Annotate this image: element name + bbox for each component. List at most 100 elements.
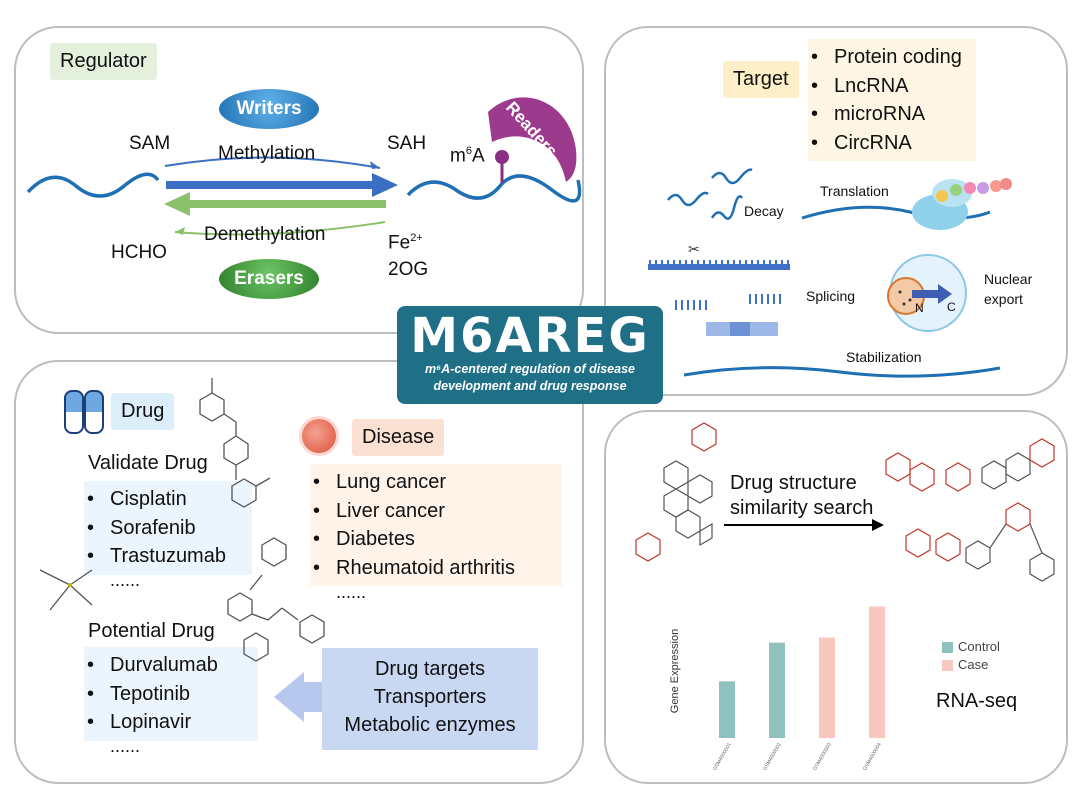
disease-item: Diabetes (310, 525, 548, 554)
potential-drug-item: Durvalumab (84, 651, 244, 680)
target-graphics: ✂ (648, 168, 1012, 378)
export-label: export (984, 291, 1023, 307)
virus-icon (302, 419, 336, 453)
erasers-pill: Erasers (219, 259, 319, 299)
potential-drug-item: Tepotinib (84, 680, 244, 709)
app-subtitle-2: development and drug response (433, 379, 627, 393)
peptide-bead (990, 180, 1002, 192)
export-arrow (912, 284, 952, 304)
regulator-graphics: Readers (26, 97, 582, 236)
hcho-label: HCHO (111, 242, 167, 263)
methylation-label: Methylation (218, 143, 316, 164)
left-rna-wave (26, 172, 160, 198)
legend-control-swatch (942, 642, 953, 653)
x-tick-label: GSM4000001 (712, 742, 733, 772)
chart-bar (819, 637, 835, 738)
chart-bar (769, 642, 785, 738)
target-tag: Target (723, 61, 799, 98)
rnaseq-label: RNA-seq (936, 690, 1018, 712)
validate-drug-item: Cisplatin (84, 485, 238, 514)
potential-drug-list: Durvalumab Tepotinib Lopinavir (84, 647, 258, 741)
demethylation-label: Demethylation (204, 224, 326, 245)
target-item: microRNA (808, 100, 962, 129)
target-item: CircRNA (808, 129, 962, 158)
m6a-label: m6A (450, 145, 485, 167)
fe-label: Fe2+ (388, 232, 423, 254)
nuclear-label: Nuclear (984, 271, 1033, 287)
disease-more: ...... (336, 582, 367, 602)
validate-drug-more: ...... (110, 570, 141, 590)
drug-target-line: Drug targets (374, 658, 486, 680)
validate-drug-item: Sorafenib (84, 514, 238, 543)
capsule-icon (64, 390, 104, 434)
validate-drug-item: Trastuzumab (84, 542, 238, 571)
sah-label: SAH (387, 133, 427, 154)
stabilization-strand (683, 366, 1001, 378)
peptide-bead (950, 184, 962, 196)
splicing-strand (648, 264, 790, 270)
demethylation-curve (174, 221, 386, 236)
legend-case-label: Case (958, 657, 989, 672)
target-item: Protein coding (808, 43, 962, 72)
target-list: Protein coding LncRNA microRNA CircRNA (808, 39, 976, 161)
regulator-tag: Regulator (50, 43, 157, 80)
og-label: 2OG (388, 259, 429, 280)
methylation-curve (164, 156, 381, 169)
disease-tag: Disease (352, 419, 445, 456)
drug-target-line: Transporters (373, 686, 487, 708)
x-tick-label: GSM4000002 (762, 742, 783, 772)
peptide-bead (964, 182, 976, 194)
nucleus-n-label: N (915, 301, 924, 315)
drug-target-arrow (274, 672, 330, 722)
cytoplasm-c-label: C (947, 300, 956, 314)
peptide-bead (977, 182, 989, 194)
legend-control-label: Control (958, 639, 1000, 654)
x-tick-label: GSM4000004 (862, 742, 883, 772)
app-subtitle-1: m⁶A-centered regulation of disease (425, 362, 635, 376)
potential-drug-more: ...... (110, 736, 141, 756)
x-tick-label: GSM4000003 (812, 742, 833, 772)
svg-text:✂: ✂ (688, 241, 700, 257)
stabilization-label: Stabilization (846, 349, 922, 365)
sam-label: SAM (129, 133, 171, 154)
writers-pill: Writers (219, 89, 319, 129)
y-axis-label: Gene Expression (669, 629, 681, 713)
drug-target-line: Metabolic enzymes (344, 714, 516, 736)
potential-drug-item: Lopinavir (84, 708, 244, 737)
validate-drug-heading: Validate Drug (88, 452, 208, 474)
peptide-bead (1000, 178, 1012, 190)
demethylation-arrow (186, 200, 386, 208)
title-badge (397, 306, 663, 404)
disease-item: Liver cancer (310, 497, 548, 526)
translation-label: Translation (820, 183, 889, 199)
methylation-arrow (166, 181, 376, 189)
drug-target-box (322, 648, 538, 750)
right-rna-wave (406, 174, 582, 203)
similarity-line: Drug structure (730, 472, 857, 494)
disease-item: Rheumatoid arthritis (310, 554, 548, 583)
legend-case-swatch (942, 660, 953, 671)
drug-tag: Drug (111, 393, 175, 430)
validate-drug-list: Cisplatin Sorafenib Trastuzumab (84, 481, 252, 575)
decay-label: Decay (744, 203, 784, 219)
chart-bar (869, 606, 885, 738)
m6a-ball (495, 150, 509, 164)
target-item: LncRNA (808, 72, 962, 101)
decay-fragment (711, 168, 753, 185)
decay-fragment (710, 195, 744, 220)
app-title: M6AREG (410, 308, 650, 364)
disease-item: Lung cancer (310, 468, 548, 497)
peptide-bead (936, 190, 948, 202)
chart-bar (719, 681, 735, 738)
similarity-line: similarity search (730, 497, 874, 519)
decay-fragment (667, 191, 709, 207)
readers-shape (488, 97, 577, 182)
splicing-label: Splicing (806, 288, 856, 304)
disease-list: Lung cancer Liver cancer Diabetes Rheuma… (310, 464, 562, 586)
rnaseq-panel (604, 410, 1068, 784)
translation-mrna (801, 205, 991, 220)
drug-molecules (39, 378, 325, 662)
potential-drug-heading: Potential Drug (88, 620, 215, 642)
